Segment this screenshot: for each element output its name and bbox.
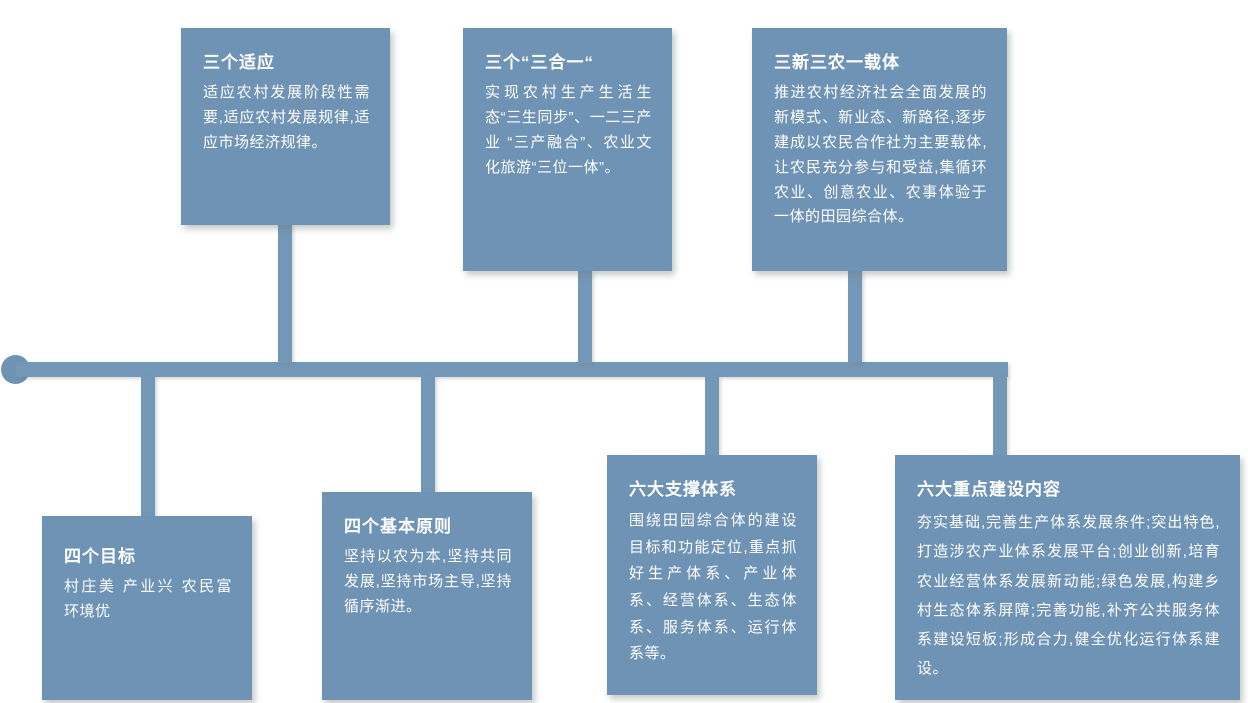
timeline-line [15, 362, 1008, 377]
box-four-goals: 四个目标 村庄美 产业兴 农民富 环境优 [42, 516, 252, 700]
box-body-text: 坚持以农为本,坚持共同发展,坚持市场主导,坚持循序渐进。 [344, 548, 512, 615]
box-title: 三新三农一载体 [774, 53, 900, 72]
connector-three-adaptations [278, 224, 292, 363]
box-title: 六大重点建设内容 [917, 480, 1061, 499]
box-title: 三个“三合一“ [485, 53, 594, 72]
connector-four-goals [141, 376, 155, 516]
box-body-text: 推进农村经济社会全面发展的新模式、新业态、新路径,逐步建成以农民合作社为主要载体… [774, 84, 987, 226]
connector-six-support-systems [705, 376, 719, 455]
connector-three-new-three-rural-one-carrier [848, 270, 862, 363]
box-title: 四个基本原则 [344, 517, 452, 536]
box-title: 三个适应 [203, 53, 275, 72]
box-body-text: 适应农村发展阶段性需要,适应农村发展规律,适应市场经济规律。 [203, 84, 370, 151]
box-three-adaptations: 三个适应 适应农村发展阶段性需要,适应农村发展规律,适应市场经济规律。 [181, 28, 390, 225]
box-three-in-one: 三个“三合一“ 实现农村生产生活生态“三生同步”、一二三产业 “三产融合”、农业… [463, 28, 672, 271]
box-four-basic-principles: 四个基本原则 坚持以农为本,坚持共同发展,坚持市场主导,坚持循序渐进。 [322, 492, 532, 700]
box-title: 六大支撑体系 [629, 480, 737, 499]
box-three-new-three-rural-one-carrier: 三新三农一载体 推进农村经济社会全面发展的新模式、新业态、新路径,逐步建成以农民… [752, 28, 1007, 271]
connector-four-basic-principles [421, 376, 435, 492]
box-body-text: 实现农村生产生活生态“三生同步”、一二三产业 “三产融合”、农业文化旅游“三位一… [485, 84, 652, 176]
box-title: 四个目标 [64, 547, 136, 566]
box-body-text: 村庄美 产业兴 农民富 环境优 [64, 578, 232, 620]
box-six-support-systems: 六大支撑体系 围绕田园综合体的建设目标和功能定位,重点抓好生产体系、产业体系、经… [607, 455, 817, 695]
box-six-key-construction-contents: 六大重点建设内容 夯实基础,完善生产体系发展条件;突出特色,打造涉农产业体系发展… [895, 455, 1240, 700]
connector-six-key-construction-contents [993, 376, 1007, 455]
connector-three-in-one [578, 270, 592, 363]
box-body-text: 夯实基础,完善生产体系发展条件;突出特色,打造涉农产业体系发展平台;创业创新,培… [917, 514, 1220, 678]
box-body-text: 围绕田园综合体的建设目标和功能定位,重点抓好生产体系、产业体系、经营体系、生态体… [629, 512, 797, 663]
